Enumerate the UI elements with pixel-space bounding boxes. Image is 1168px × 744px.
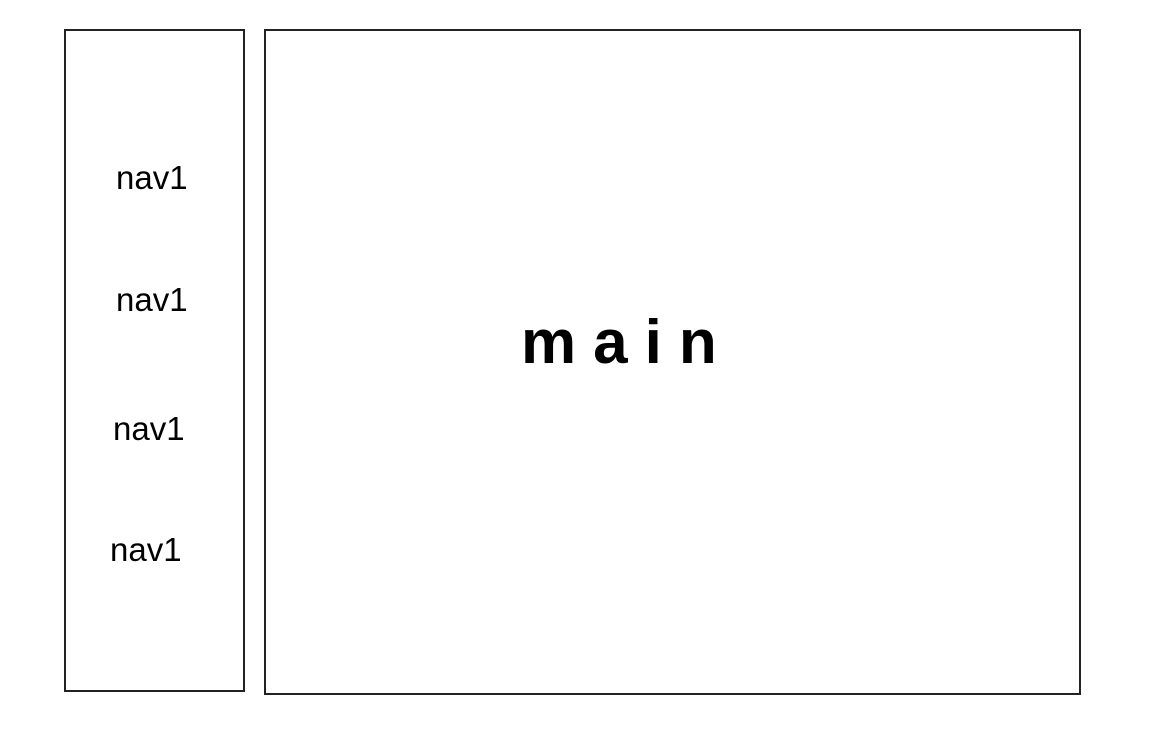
sidebar-nav: nav1 nav1 nav1 nav1 xyxy=(64,29,245,692)
nav-item-2[interactable]: nav1 xyxy=(116,281,188,318)
nav-item-4[interactable]: nav1 xyxy=(110,531,182,568)
main-content-panel: main xyxy=(264,29,1081,695)
nav-item-1[interactable]: nav1 xyxy=(116,159,188,196)
main-label: main xyxy=(521,308,734,377)
nav-item-3[interactable]: nav1 xyxy=(113,410,185,447)
